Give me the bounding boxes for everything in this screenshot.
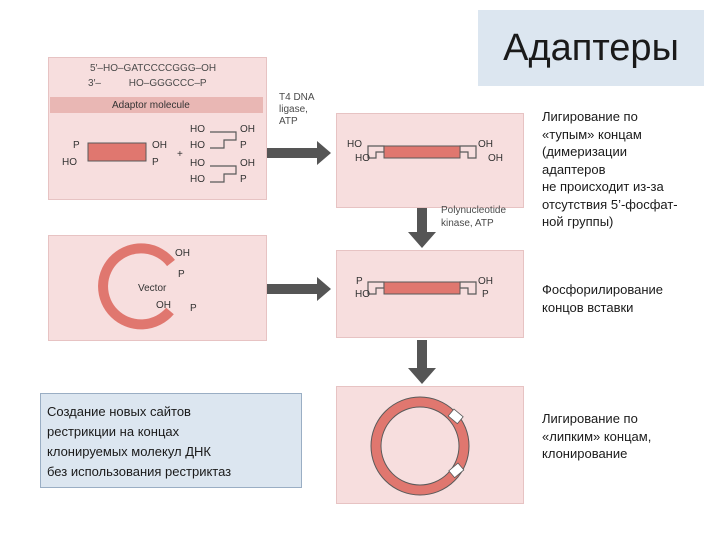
phos-insert-bar <box>383 281 461 295</box>
recombinant-ring <box>371 397 469 495</box>
adaptor-1-glyph <box>210 131 237 149</box>
text-line: (димеризации <box>542 144 627 159</box>
insert-right-P: P <box>152 157 159 168</box>
arrow-down-1 <box>417 208 427 234</box>
insert-left-P: P <box>73 140 80 151</box>
ad1-HO-top: HO <box>190 124 205 135</box>
ad2-HO-bot: HO <box>190 174 205 185</box>
summary-note-box: Создание новых сайтов рестрикции на конц… <box>40 393 302 488</box>
ligated-insert-bar <box>383 145 461 159</box>
note-line: клонируемых молекул ДНК <box>47 444 212 459</box>
p2-HO-bot: HO <box>355 153 370 164</box>
arrow-right-2 <box>267 284 317 294</box>
adaptor-header: Adaptor molecule <box>112 100 190 111</box>
insert-left-HO: HO <box>62 157 77 168</box>
step2-label-line1: Polynucleotide <box>441 205 507 216</box>
ad1-P: P <box>240 140 247 151</box>
arrow-down-1-head <box>408 232 436 248</box>
phos-adaptor-right <box>459 281 477 295</box>
text-line: ной группы) <box>542 214 614 229</box>
vector-P-top: P <box>178 269 185 280</box>
sticky-ligation-text: Лигирование по «липким» концам, клониров… <box>542 410 651 463</box>
ligated-adaptor-left <box>367 145 385 159</box>
arrows <box>267 141 436 384</box>
p2-OH-top: OH <box>478 139 493 150</box>
p4-P-top: P <box>356 276 363 287</box>
phosphorylation-text: Фосфорилирование концов вставки <box>542 281 663 316</box>
vector-label: Vector <box>138 283 167 294</box>
slide-title: Адаптеры <box>478 10 704 86</box>
ad2-P: P <box>240 174 247 185</box>
text-line: отсутствия 5’-фосфат- <box>542 196 678 212</box>
adaptor-seq-top: 5′–HO–GATCCCCGGG–OH <box>90 63 217 74</box>
note-line: Создание новых сайтов <box>47 404 191 419</box>
blunt-ligation-text: Лигирование по «тупым» концам (димеризац… <box>542 108 678 231</box>
vector-ring <box>98 243 175 330</box>
step1-label-line3: ATP <box>279 116 298 127</box>
insert-site-top <box>447 408 464 425</box>
note-line: рестрикции на концах <box>47 424 180 439</box>
insert-right-OH: OH <box>152 140 167 151</box>
text-line: адаптеров <box>542 161 606 177</box>
ad2-HO-top: HO <box>190 158 205 169</box>
adaptor-seq-bottom: 3′– HO–GGGCCC–P <box>88 78 207 89</box>
note-line: без использования рестриктаз <box>47 464 232 479</box>
insert-dna-bar <box>87 142 147 162</box>
phos-adaptor-left <box>367 281 385 295</box>
ligated-adaptor-right <box>459 145 477 159</box>
vector-OH-top: OH <box>175 248 190 259</box>
text-line: Лигирование по <box>542 411 638 426</box>
plus-sign: + <box>177 149 183 160</box>
p4-OH-top: OH <box>478 276 493 287</box>
p2-OH-bot: OH <box>488 153 503 164</box>
vector-OH-bot: OH <box>156 300 171 311</box>
step2-label-line2: kinase, ATP <box>441 218 494 229</box>
text-line: «липким» концам, <box>542 428 652 444</box>
ligated-adaptor-panel <box>336 113 524 208</box>
p2-HO-top: HO <box>347 139 362 150</box>
vector-P-bot: P <box>190 303 197 314</box>
ad1-HO-bot: HO <box>190 140 205 151</box>
adaptor-panel <box>48 57 267 200</box>
adaptor-2-glyph <box>210 165 237 183</box>
arrow-right-1-head <box>317 141 331 165</box>
ad1-OH: OH <box>240 124 255 135</box>
arrow-right-1 <box>267 148 317 158</box>
arrow-down-2-head <box>408 368 436 384</box>
text-line: концов вставки <box>542 299 634 315</box>
step1-label-line1: T4 DNA <box>279 92 315 103</box>
arrow-right-2-head <box>317 277 331 301</box>
text-line: клонирование <box>542 446 628 461</box>
p4-HO-bot: HO <box>355 289 370 300</box>
arrow-down-2 <box>417 340 427 370</box>
text-line: «тупым» концам <box>542 126 642 142</box>
ad2-OH: OH <box>240 158 255 169</box>
p4-P-bot: P <box>482 289 489 300</box>
step1-label-line2: ligase, <box>279 104 308 115</box>
text-line: не происходит из-за <box>542 179 664 194</box>
text-line: Фосфорилирование <box>542 282 663 297</box>
insert-site-bottom <box>448 462 465 479</box>
text-line: Лигирование по <box>542 109 638 124</box>
adaptor-header-bar <box>50 97 263 113</box>
